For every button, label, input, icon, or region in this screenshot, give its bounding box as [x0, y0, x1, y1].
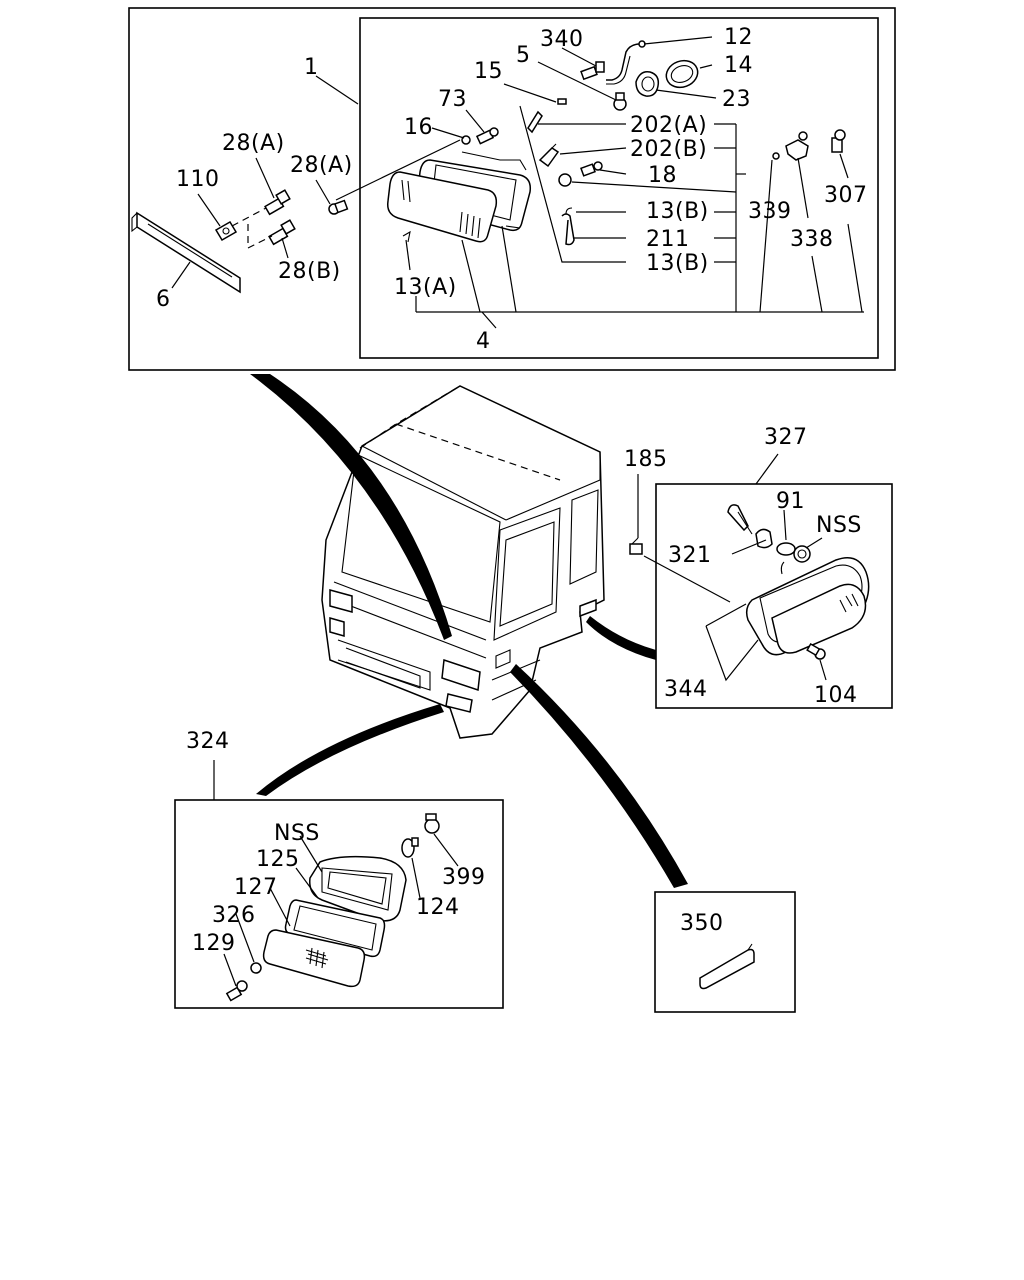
side-lamp-frame: [655, 483, 893, 709]
part-15: [557, 98, 567, 105]
label-1: 1: [304, 55, 319, 80]
label-338: 338: [790, 227, 834, 252]
part-338: [785, 131, 809, 161]
screw-part-28a-2: [328, 199, 349, 215]
label-13b-2: 13(B): [646, 251, 709, 276]
part-5: [613, 92, 627, 111]
bracket-part-6: [131, 211, 241, 294]
truck-cab: [321, 385, 605, 739]
side-lamp-labels: 327 185 91 NSS 321 344 104: [624, 425, 862, 708]
part-340: [580, 61, 605, 81]
part-73: [475, 127, 499, 145]
label-6: 6: [156, 287, 171, 312]
label-129: 129: [192, 931, 236, 956]
front-lamp-frame: [174, 799, 504, 1009]
part-202a: [527, 110, 543, 134]
clip-part-185: [629, 537, 643, 555]
label-28a-1: 28(A): [222, 131, 285, 156]
label-12: 12: [724, 25, 753, 50]
label-23: 23: [722, 87, 751, 112]
label-344: 344: [664, 677, 708, 702]
socket-part-23: [635, 70, 660, 97]
label-14: 14: [724, 53, 753, 78]
label-73: 73: [438, 87, 467, 112]
part-18: [580, 161, 603, 177]
label-321: 321: [668, 543, 712, 568]
label-326: 326: [212, 903, 256, 928]
label-13a: 13(A): [394, 275, 457, 300]
label-324: 324: [186, 729, 230, 754]
part-350-frame: [654, 891, 796, 1013]
bulb-part-91: [776, 542, 796, 556]
screw-part-28b: [268, 219, 296, 246]
part-339: [772, 152, 780, 160]
label-110: 110: [176, 167, 220, 192]
headlamp-panel: [128, 7, 896, 371]
wire-part-321: [727, 504, 773, 549]
label-340: 340: [540, 27, 584, 52]
washer-part-326: [250, 962, 262, 974]
label-16: 16: [404, 115, 433, 140]
headlamp-part-4: [386, 151, 532, 243]
label-185: 185: [624, 447, 668, 472]
label-5: 5: [516, 43, 531, 68]
label-91: 91: [776, 489, 805, 514]
part-307: [831, 129, 846, 153]
headlamp-outer-frame: [128, 7, 896, 371]
label-28a-2: 28(A): [290, 153, 353, 178]
label-202a: 202(A): [630, 113, 707, 138]
plate-part-350: [699, 943, 755, 990]
label-18: 18: [648, 163, 677, 188]
gasket-part-nss: [793, 545, 811, 563]
part-350-panel: 350: [654, 891, 796, 1013]
nut-part-110: [214, 220, 238, 242]
part-202b: [538, 143, 560, 168]
label-307: 307: [824, 183, 868, 208]
front-lamp-labels: 324 NSS 125 127 326 129 399 124: [186, 729, 486, 956]
label-nss-bottom: NSS: [274, 821, 320, 846]
lamp-part-344: [745, 557, 870, 656]
label-4: 4: [476, 329, 491, 354]
label-350: 350: [680, 911, 724, 936]
screw-part-104: [806, 643, 826, 660]
socket-part-399: [424, 813, 440, 834]
label-127: 127: [234, 875, 278, 900]
label-125: 125: [256, 847, 300, 872]
clip-part-13a: [402, 230, 411, 243]
side-lamp-panel: [629, 453, 893, 709]
label-339: 339: [748, 199, 792, 224]
label-104: 104: [814, 683, 858, 708]
label-28b: 28(B): [278, 259, 341, 284]
label-13b-1: 13(B): [646, 199, 709, 224]
label-211: 211: [646, 227, 690, 252]
part-211: [561, 213, 575, 246]
lens-part-127: [262, 929, 366, 988]
headlamp-labels: 1 340 5 12 14 15 23 73 16 202(A) 202(B) …: [156, 25, 868, 354]
label-124: 124: [416, 895, 460, 920]
cap-part-14: [665, 59, 699, 89]
clip-part-13b: [565, 207, 573, 215]
label-nss-right: NSS: [816, 513, 862, 538]
part-13b: [558, 173, 572, 187]
label-399: 399: [442, 865, 486, 890]
screw-part-28a: [264, 189, 291, 216]
bulb-part-124: [401, 837, 419, 858]
label-202b: 202(B): [630, 137, 707, 162]
housing-part-nss: [309, 855, 407, 922]
front-lamp-panel: [174, 760, 504, 1009]
gasket-part-125: [284, 899, 386, 958]
wire-part-12: [606, 40, 646, 85]
callout-swooshes: [250, 374, 688, 888]
label-15: 15: [474, 59, 503, 84]
screw-part-129: [225, 980, 248, 1002]
label-327: 327: [764, 425, 808, 450]
